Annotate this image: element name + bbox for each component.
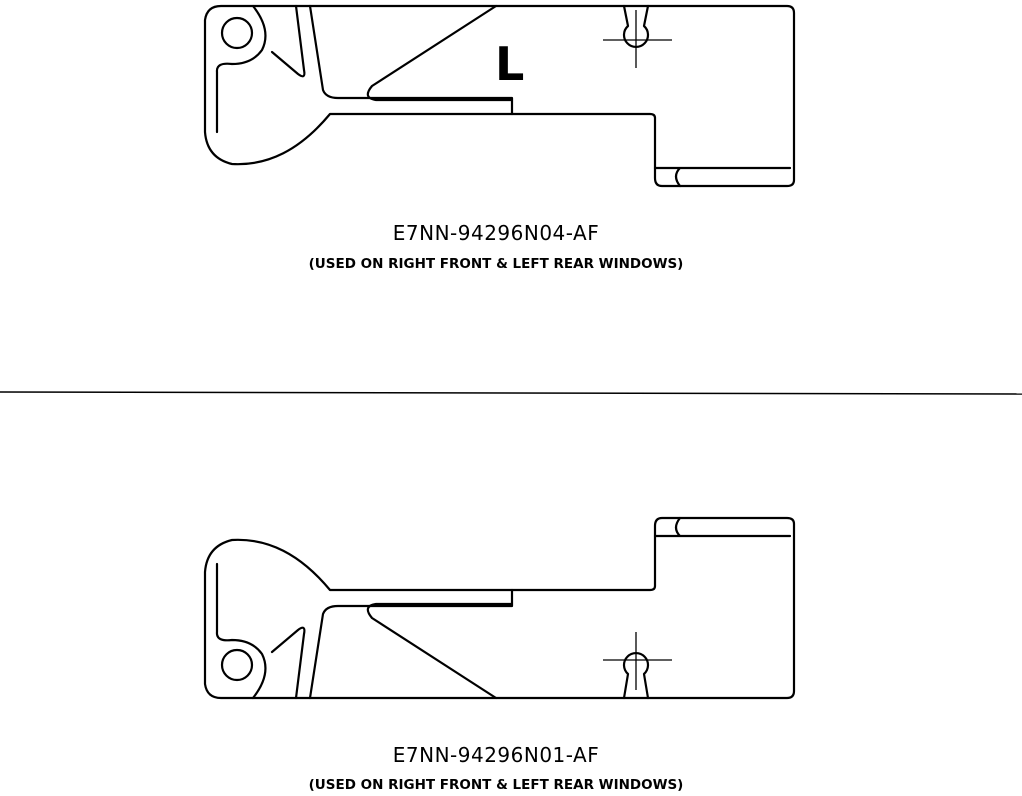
top-part-mark: L: [495, 37, 524, 91]
bottom-bracket-drawing: [203, 516, 796, 700]
top-pivot-arm: [215, 4, 267, 134]
bottom-bracket-outline: [203, 516, 796, 700]
top-diagonal-web: [366, 4, 514, 102]
bottom-vertical-rib: [270, 626, 306, 700]
section-divider: [0, 391, 1022, 395]
bottom-diagonal-rib: [308, 588, 514, 700]
top-tab-detail: [653, 166, 792, 188]
top-diagonal-rib: [308, 4, 514, 116]
top-pivot-hole: [220, 16, 254, 50]
bottom-part-usage: (USED ON RIGHT FRONT & LEFT REAR WINDOWS…: [309, 777, 684, 793]
top-part-number: E7NN-94296N04-AF: [393, 221, 600, 245]
bottom-diagonal-web: [366, 602, 514, 700]
top-bracket-drawing: L: [203, 4, 796, 188]
bottom-pivot-arm: [215, 562, 267, 700]
top-bracket-outline: [203, 4, 796, 188]
bottom-tab-detail: [653, 516, 792, 538]
top-part-usage: (USED ON RIGHT FRONT & LEFT REAR WINDOWS…: [309, 256, 684, 272]
bottom-pivot-hole: [220, 648, 254, 682]
bottom-part-number: E7NN-94296N01-AF: [393, 743, 600, 767]
top-vertical-rib: [270, 4, 306, 78]
